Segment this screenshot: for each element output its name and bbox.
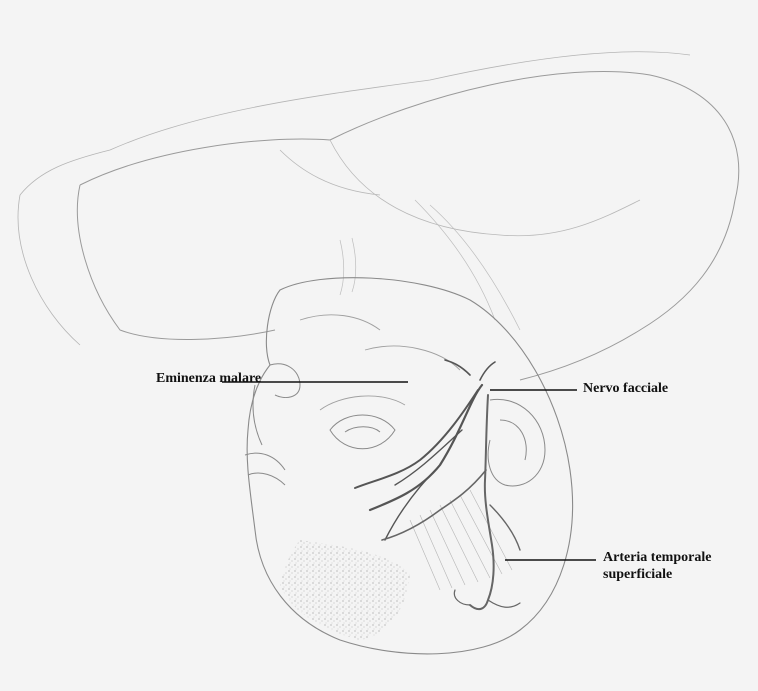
malar-region-sketch: [300, 315, 460, 410]
eye-sketch: [330, 415, 395, 449]
ear-sketch: [488, 399, 545, 486]
facial-nerve-branches: [355, 360, 495, 540]
mouth-sketch: [245, 453, 285, 485]
label-arteria-line2: superficiale: [603, 566, 711, 583]
parotid-hatching: [410, 490, 512, 590]
label-arteria-temporale: Arteria temporale superficiale: [603, 549, 711, 583]
scalp-outer-edge: [18, 52, 690, 345]
scalp-flap-outline: [77, 71, 738, 380]
label-nervo-facciale: Nervo facciale: [583, 380, 668, 397]
stippled-area: [280, 540, 410, 640]
scalp-fold-lines: [340, 200, 520, 330]
scalp-inner-curve: [280, 140, 640, 236]
label-eminenza-malare: Eminenza malare: [156, 370, 261, 387]
label-arteria-line1: Arteria temporale: [603, 549, 711, 566]
